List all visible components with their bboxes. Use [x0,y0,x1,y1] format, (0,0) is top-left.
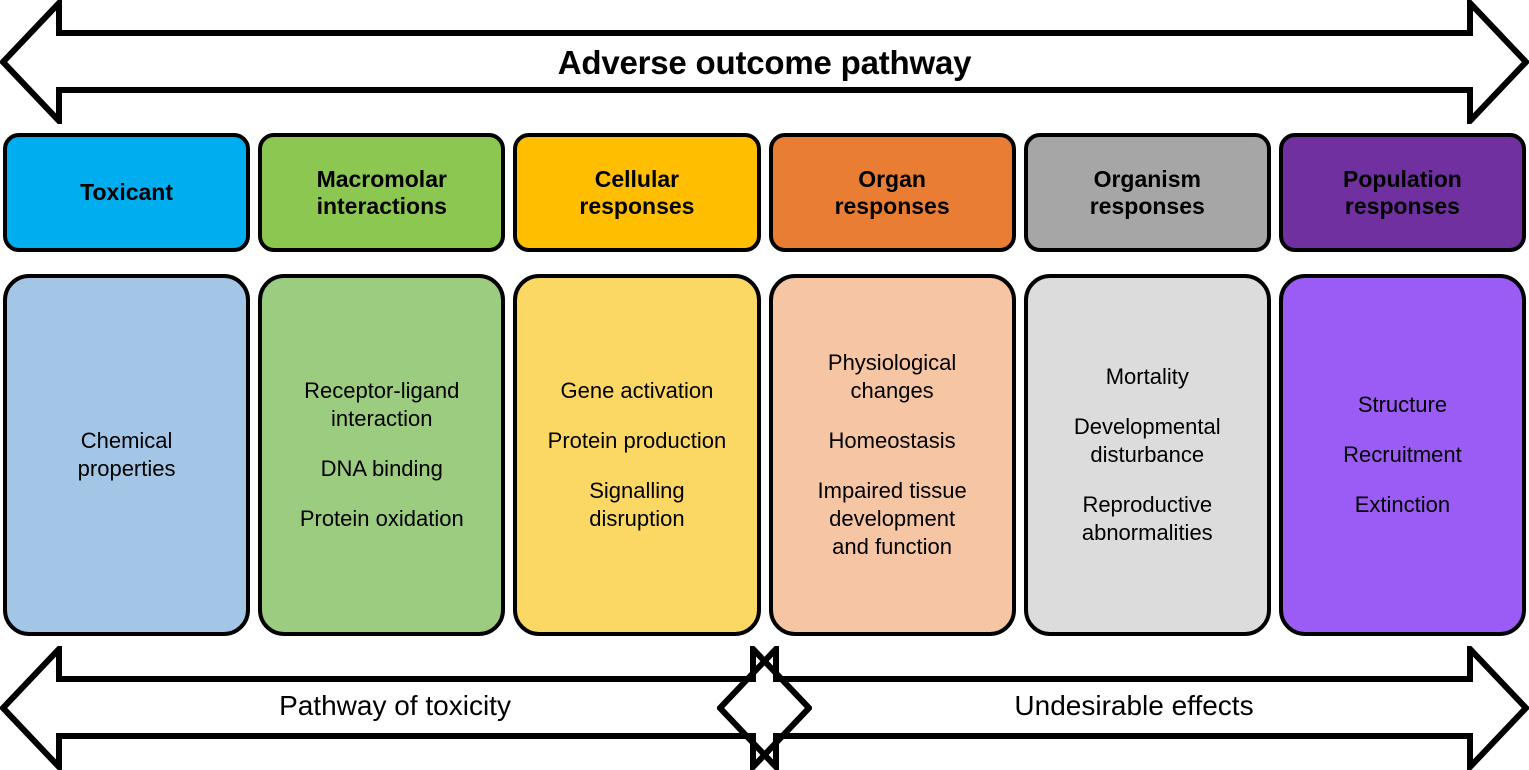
bidirectional-arrow-icon [0,641,814,770]
list-item: Reproductive abnormalities [1081,492,1213,546]
undesirable-effects-label: Undesirable effects [1014,690,1254,721]
list-item: Extinction [1354,492,1451,518]
adverse-outcome-pathway-arrow [0,0,1529,124]
list-item: Gene activation [560,377,714,403]
stage-header-label: Cellular responses [579,165,695,219]
stage-header-label: Organism responses [1089,165,1205,219]
stage-header-label: Population responses [1343,165,1462,219]
bidirectional-arrow-icon [0,0,1529,124]
entry-list: Receptor-ligand interaction DNA binding … [270,366,493,545]
undesirable-effects-arrow [715,641,1529,770]
stage-content-macromolar-interactions[interactable]: Receptor-ligand interaction DNA binding … [258,274,506,636]
stage-content-organ-responses[interactable]: Physiological changes Homeostasis Impair… [768,274,1016,636]
entry-list: Structure Recruitment Extinction [1291,380,1514,530]
list-item: Protein production [547,427,727,453]
stage-content-population-responses[interactable]: Structure Recruitment Extinction [1278,274,1527,636]
list-item: Homeostasis [828,427,956,453]
stage-header-organism-responses[interactable]: Organism responses [1023,133,1271,252]
list-item: Developmental disturbance [1073,413,1221,467]
stage-content-cellular-responses[interactable]: Gene activation Protein production Signa… [513,274,761,636]
list-item: Chemical properties [77,427,176,481]
stage-header-cellular-responses[interactable]: Cellular responses [513,133,761,252]
bottom-arrow-group: Pathway of toxicity Undesirable effects [0,641,1529,770]
list-item: Impaired tissue development and function [817,478,967,560]
stage-header-label: Organ responses [834,165,950,219]
pathway-of-toxicity-arrow [0,641,814,770]
list-item: Structure [1357,391,1448,417]
entry-list: Mortality Developmental disturbance Repr… [1036,352,1259,559]
stage-header-row: Toxicant Macromolar interactions Cellula… [3,133,1527,252]
list-item: DNA binding [320,456,443,481]
stage-header-population-responses[interactable]: Population responses [1278,133,1527,252]
list-item: Recruitment [1343,441,1462,467]
stage-header-toxicant[interactable]: Toxicant [3,133,251,252]
stage-header-label: Macromolar interactions [316,165,447,219]
list-item: Receptor-ligand interaction [304,377,460,431]
stage-header-macromolar-interactions[interactable]: Macromolar interactions [258,133,506,252]
list-item: Physiological changes [827,349,957,403]
list-item: Signalling disruption [589,478,685,532]
entry-list: Physiological changes Homeostasis Impair… [781,338,1004,573]
stage-content-toxicant[interactable]: Chemical properties [3,274,251,636]
stage-header-organ-responses[interactable]: Organ responses [768,133,1016,252]
list-item: Protein oxidation [299,506,464,532]
adverse-outcome-pathway-label: Adverse outcome pathway [557,44,972,81]
pathway-of-toxicity-label: Pathway of toxicity [279,690,511,721]
list-item: Mortality [1105,363,1189,389]
stage-header-label: Toxicant [80,179,174,206]
bidirectional-arrow-icon [715,641,1529,770]
stage-content-row: Chemical properties Receptor-ligand inte… [3,274,1527,636]
stage-content-organism-responses[interactable]: Mortality Developmental disturbance Repr… [1023,274,1271,636]
entry-list: Chemical properties [15,416,238,494]
entry-list: Gene activation Protein production Signa… [525,366,748,545]
